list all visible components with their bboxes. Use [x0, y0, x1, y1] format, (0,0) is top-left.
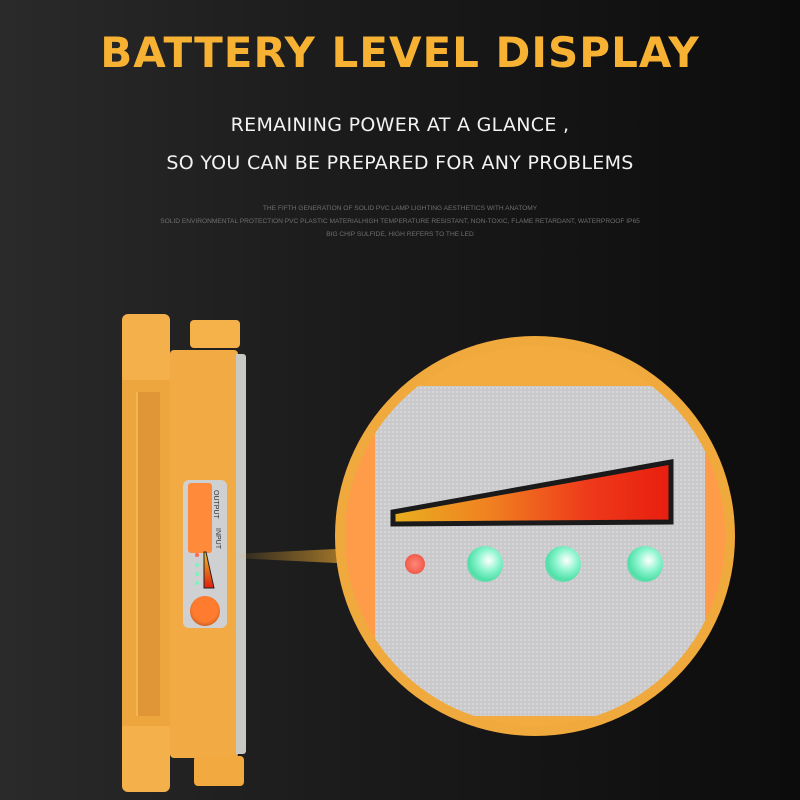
usb-port-cover[interactable] — [188, 483, 212, 553]
device-bottom-tab — [122, 726, 170, 792]
fine-print-1: THE FIFTH GENERATION OF SOLID PVC LAMP L… — [262, 205, 538, 212]
led-red — [405, 554, 425, 574]
fine-print-3: BIG CHIP SULFIDE, HIGH REFERS TO THE LED — [326, 231, 474, 238]
subtitle-line-2: SO YOU CAN BE PREPARED FOR ANY PROBLEMS — [166, 152, 634, 174]
battery-level-wedge-icon — [390, 459, 674, 527]
device-rail-groove — [136, 392, 160, 716]
mini-led-green-3 — [195, 581, 199, 585]
subtitle-line-1: REMAINING POWER AT A GLANCE , — [230, 114, 570, 136]
mini-led-green-2 — [195, 572, 199, 576]
fine-print-2: SOLID ENVIRONMENTAL PROTECTION PVC PLAST… — [160, 218, 640, 225]
magnified-view — [335, 336, 735, 736]
device-bottom-knob — [194, 756, 244, 786]
device-top-knob — [190, 320, 240, 348]
led-green-2 — [545, 546, 581, 582]
led-green-3 — [627, 546, 663, 582]
input-label: INPUT — [214, 528, 221, 549]
mini-led-red — [195, 553, 199, 557]
output-label: OUTPUT — [212, 490, 219, 519]
mini-led-green-1 — [195, 563, 199, 567]
mini-battery-wedge-icon — [203, 551, 215, 589]
device-top-tab — [122, 314, 170, 380]
power-button[interactable] — [190, 596, 220, 626]
page-title: BATTERY LEVEL DISPLAY — [100, 28, 700, 77]
led-green-1 — [467, 546, 503, 582]
